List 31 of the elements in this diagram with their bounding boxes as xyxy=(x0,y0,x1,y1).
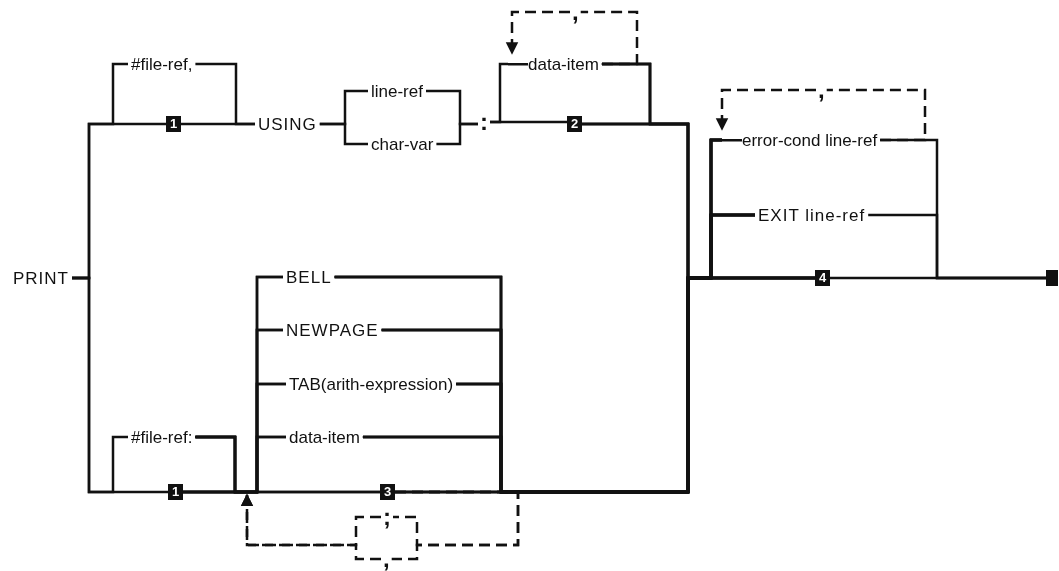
track-line xyxy=(181,122,255,126)
syntax-term: TAB(arith-expression) xyxy=(286,373,457,395)
track-line xyxy=(183,490,380,494)
syntax-keyword: EXIT line-ref xyxy=(755,204,869,226)
dashed-loop-arrow xyxy=(505,10,570,55)
syntax-term: #file-ref, xyxy=(128,53,196,75)
note-number-marker: 4 xyxy=(815,270,830,286)
syntax-punctuation: : xyxy=(478,114,490,130)
note-number-marker: 1 xyxy=(168,484,183,500)
syntax-keyword: PRINT xyxy=(10,267,72,289)
dashed-loop-line xyxy=(580,10,639,66)
note-number-marker: 1 xyxy=(166,116,181,132)
syntax-term: char-var xyxy=(368,133,437,155)
dashed-loop-arrow xyxy=(715,88,816,131)
track-line xyxy=(490,120,567,124)
note-number-marker: 3 xyxy=(380,484,395,500)
note-number-marker: 2 xyxy=(567,116,582,132)
track-line xyxy=(436,122,478,146)
syntax-keyword: USING xyxy=(255,113,320,135)
end-marker xyxy=(1046,270,1058,286)
dashed-loop-line xyxy=(826,88,927,142)
dashed-loop-arrow xyxy=(240,493,381,561)
syntax-keyword: BELL xyxy=(283,266,335,288)
syntax-keyword: NEWPAGE xyxy=(283,319,382,341)
track-line xyxy=(830,276,1046,280)
syntax-term: line-ref xyxy=(368,80,426,102)
track-line xyxy=(72,276,168,494)
track-line xyxy=(319,122,368,146)
dashed-loop-line xyxy=(391,490,520,561)
syntax-term: data-item xyxy=(286,426,363,448)
syntax-term: #file-ref: xyxy=(128,426,196,448)
